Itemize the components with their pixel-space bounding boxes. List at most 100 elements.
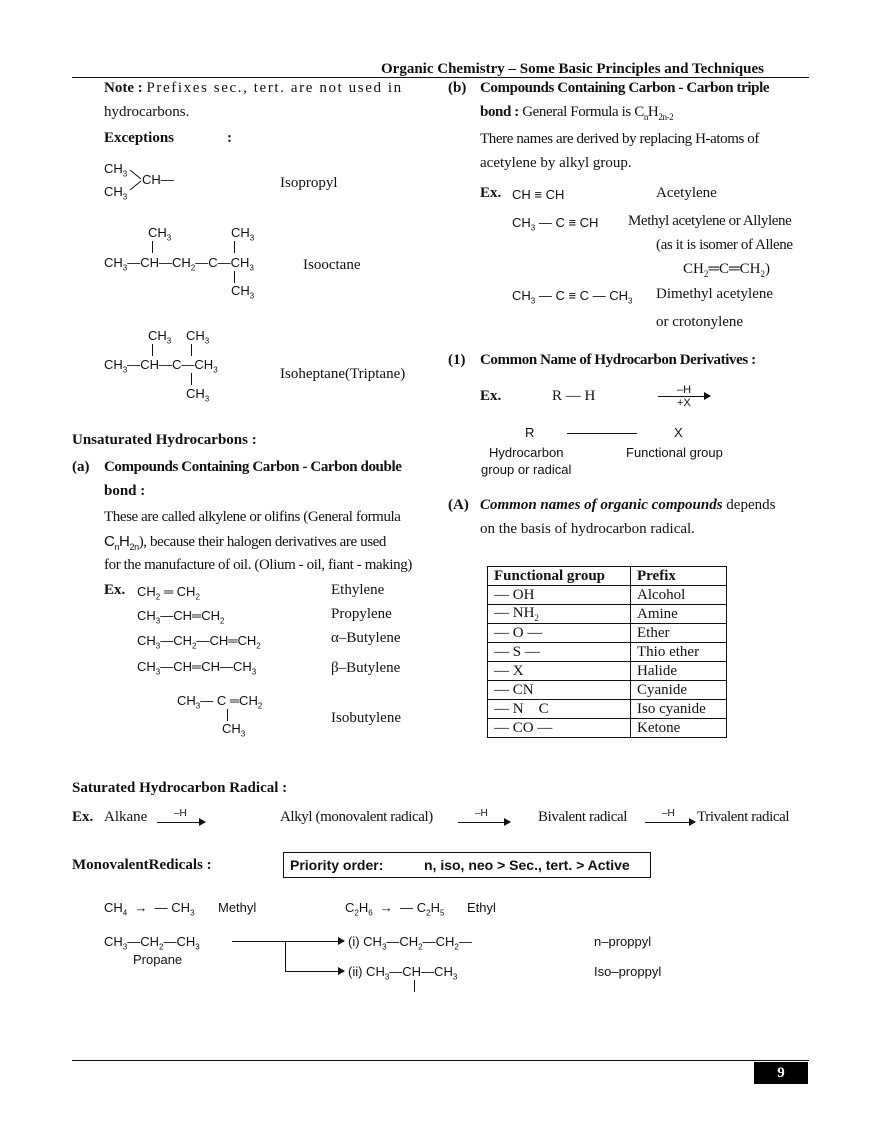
acetylene-name: Acetylene: [656, 185, 717, 201]
isoheptane-ch3-b: CH3: [186, 328, 210, 346]
alkyl-arrow: [458, 818, 511, 826]
propane-arrow-1: [232, 937, 345, 945]
A-number: (A): [448, 497, 469, 513]
x-label: X: [674, 425, 683, 440]
hydrocarbon-label: Hydrocarbon: [489, 445, 564, 460]
table-cell: Ketone: [630, 718, 727, 738]
b-title-2: bond :: [480, 104, 519, 120]
alkyl-label: Alkyl (monovalent radical): [280, 809, 433, 825]
isoheptane-bond-1: [152, 344, 153, 356]
note-text-2: hydrocarbons.: [104, 104, 190, 120]
isooctane-ch3-c: CH3: [231, 283, 255, 301]
rh-formula: R — H: [552, 388, 596, 404]
propane-name: Propane: [133, 952, 183, 967]
b-butylene-formula: CH3—CH═CH—CH3: [137, 659, 257, 677]
a-number: (a): [72, 459, 90, 475]
alkyl-minus-h: –H: [475, 808, 488, 819]
priority-order-box: Priority order: n, iso, neo > Sec., tert…: [283, 852, 651, 878]
table-header-functional-group: Functional group: [487, 566, 631, 586]
isomer-note: (as it is isomer of Allene: [656, 237, 793, 253]
minus-h-label: –H: [677, 384, 692, 396]
a-text-1: These are called alkylene or olifins (Ge…: [104, 509, 401, 525]
table-cell: Alcohol: [630, 585, 727, 605]
ethyl-name: Ethyl: [467, 900, 496, 915]
methyl-acetylene-name: Methyl acetylene or Allylene: [628, 213, 792, 229]
page-header-title: Organic Chemistry – Some Basic Principle…: [381, 61, 764, 77]
a-butylene-formula: CH3—CH2—CH═CH2: [137, 633, 261, 651]
alkane-arrow: [157, 818, 206, 826]
trivalent-label: Trivalent radical: [697, 809, 790, 825]
a-title-2: bond :: [104, 483, 146, 499]
table-cell: Thio ether: [630, 642, 727, 662]
isooctane-bond-2: [234, 241, 235, 253]
isopropyl-formula-ch: CH—: [142, 172, 174, 187]
isooctane-chain: CH3—CH—CH2—C—CH3: [104, 255, 254, 273]
b-text-2: acetylene by alkyl group.: [480, 155, 632, 171]
propane-formula: CH3—CH2—CH3: [104, 934, 200, 952]
npropyl-formula: (i) CH3—CH2—CH2—: [348, 934, 472, 952]
isobutylene-bond: [227, 709, 228, 721]
propylene-formula: CH3—CH═CH2: [137, 608, 225, 626]
table-row: — S —Thio ether: [487, 642, 727, 662]
alkane-label: Alkane: [104, 809, 148, 825]
bivalent-arrow: [645, 818, 696, 826]
table-cell: — N C: [487, 699, 631, 719]
ex2-label: Ex.: [480, 388, 502, 404]
table-cell: — OH: [487, 585, 631, 605]
substitution-arrow: [658, 392, 711, 400]
r-label: R: [525, 425, 535, 440]
npropyl-index: (i): [348, 934, 360, 949]
table-cell: — X: [487, 661, 631, 681]
b-butylene-name: β–Butylene: [331, 660, 401, 676]
isooctane-bond-1: [152, 241, 153, 253]
a-ex-label: Ex.: [104, 582, 126, 598]
isopropyl-formula-ch3-bottom: CH3: [104, 184, 128, 202]
table-cell: Ether: [630, 623, 727, 643]
table-cell-nh: — NH: [494, 605, 535, 621]
A-bold: Common names of organic compounds: [480, 497, 723, 513]
table-cell: — CO —: [487, 718, 631, 738]
methyl-acetylene-formula: CH3 — C ≡ CH: [512, 215, 599, 233]
isopropyl-name: Isopropyl: [280, 175, 338, 191]
b-number: (b): [448, 80, 467, 96]
bivalent-minus-h: –H: [662, 808, 675, 819]
group-radical-label: group or radical: [481, 462, 572, 477]
isobutylene-formula: CH3— C ═CH2: [177, 693, 263, 711]
b-title-1: Compounds Containing Carbon - Carbon tri…: [480, 80, 770, 96]
b-ex-label: Ex.: [480, 185, 502, 201]
a-text-3: for the manufacture of oil. (Olium - oil…: [104, 557, 412, 573]
table-cell: Halide: [630, 661, 727, 681]
b-formula-prefix: General Formula is: [522, 104, 631, 120]
sat-ex-label: Ex.: [72, 809, 94, 825]
propylene-name: Propylene: [331, 606, 392, 622]
A-text-2: on the basis of hydrocarbon radical.: [480, 521, 695, 537]
table-row: — CO —Ketone: [487, 718, 727, 738]
table-cell: — NH2: [487, 604, 631, 624]
dimethyl-acetylene-name: Dimethyl acetylene: [656, 286, 774, 302]
isooctane-bond-3: [234, 271, 235, 283]
b-general-formula: CnH2n-2: [634, 104, 674, 122]
isoheptane-bond-2: [191, 344, 192, 356]
a-general-formula: CnH2n: [104, 533, 139, 552]
saturated-heading: Saturated Hydrocarbon Radical :: [72, 780, 288, 796]
isopropyl-radical-name: Iso–proppyl: [594, 964, 662, 979]
isooctane-ch3-a: CH3: [148, 225, 172, 243]
plus-x-label: +X: [677, 397, 691, 409]
methane-formula: CH4 → — CH3: [104, 900, 195, 918]
alkane-minus-h: –H: [174, 808, 187, 819]
isooctane-ch3-b: CH3: [231, 225, 255, 243]
priority-value: n, iso, neo > Sec., tert. > Active: [424, 857, 630, 873]
ethylene-formula: CH2 ═ CH2: [137, 584, 200, 602]
methyl-name: Methyl: [218, 900, 257, 915]
isopropyl-index: (ii): [348, 964, 363, 979]
isoheptane-chain: CH3—CH—C—CH3: [104, 357, 218, 375]
A-text-1: depends: [726, 497, 776, 513]
functional-group-label: Functional group: [626, 445, 723, 460]
allene-formula: CH2═C═CH2): [683, 261, 770, 279]
r-x-bond: [567, 433, 637, 434]
